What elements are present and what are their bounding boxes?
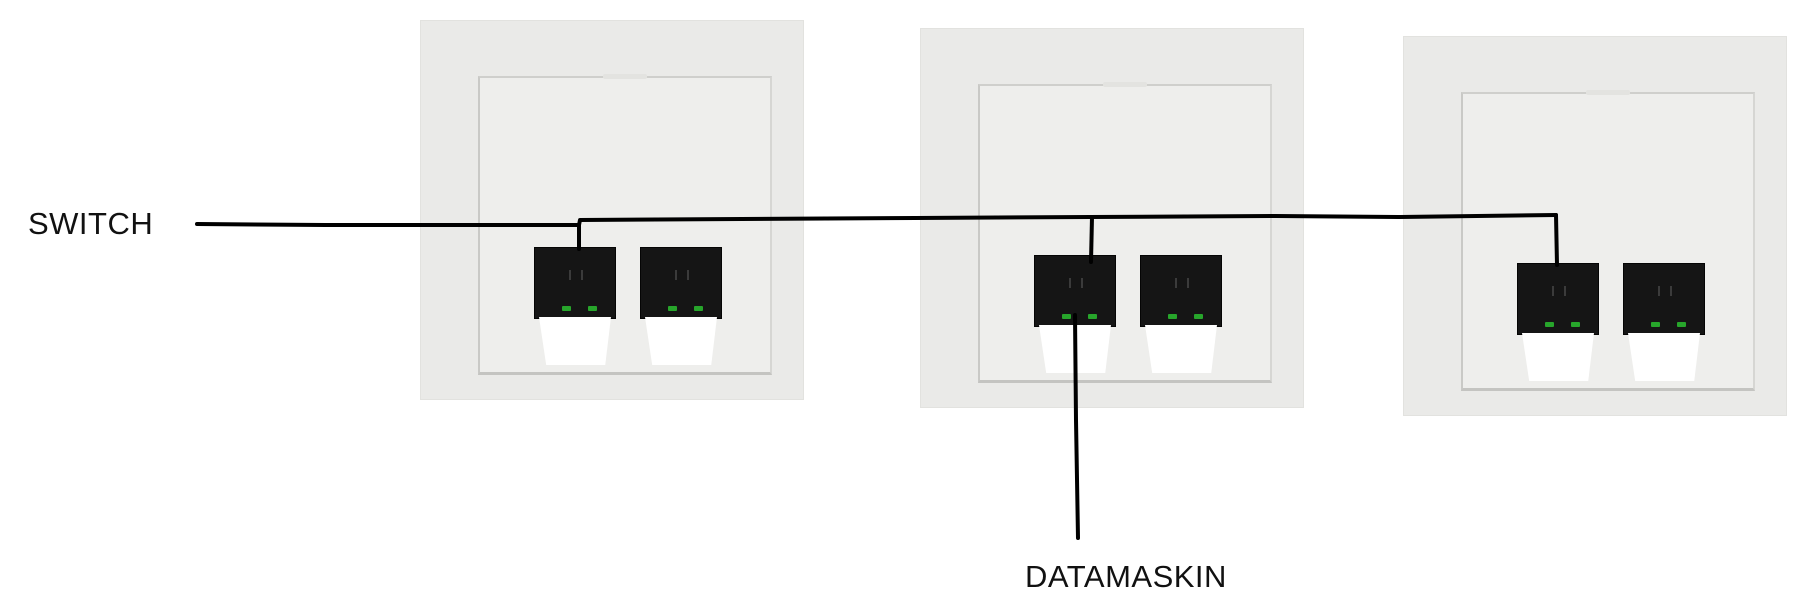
ethernet-port-1-2[interactable] [640,247,722,365]
wall-outlet-1 [420,20,804,400]
led-indicator [668,306,677,311]
led-indicator [1168,314,1177,319]
led-indicator [1651,322,1660,327]
port-flap [1522,333,1594,381]
led-indicator [1677,322,1686,327]
led-indicator [1062,314,1071,319]
cover-notch [603,74,647,79]
rj45-jack [1623,263,1705,335]
wire-trunk [577,213,1558,227]
ethernet-port-3-1[interactable] [1517,263,1599,381]
led-indicator [588,306,597,311]
led-indicator [1571,322,1580,327]
rj45-jack [1140,255,1222,327]
computer-label: DATAMASKIN [1025,559,1227,594]
led-indicator [562,306,571,311]
ethernet-port-2-2[interactable] [1140,255,1222,373]
wire-switch-to-outlet-1 [195,222,581,227]
led-indicator [1194,314,1203,319]
outlet-cover [1461,90,1755,391]
switch-label: SWITCH [28,206,154,241]
port-flap [1145,325,1217,373]
port-flap [539,317,611,365]
wall-outlet-3 [1403,36,1787,416]
port-flap [1628,333,1700,381]
wire-to-computer [1073,313,1080,540]
ethernet-port-3-2[interactable] [1623,263,1705,381]
ethernet-port-1-1[interactable] [534,247,616,365]
led-indicator [1088,314,1097,319]
cover-notch [1586,90,1630,95]
cover-notch [1103,82,1147,87]
wire-outlet-2-drop [1089,215,1094,264]
port-flap [645,317,717,365]
led-indicator [1545,322,1554,327]
rj45-jack [1517,263,1599,335]
led-indicator [694,306,703,311]
outlet-cover [978,82,1272,383]
wire-outlet-3-drop [1554,213,1559,267]
